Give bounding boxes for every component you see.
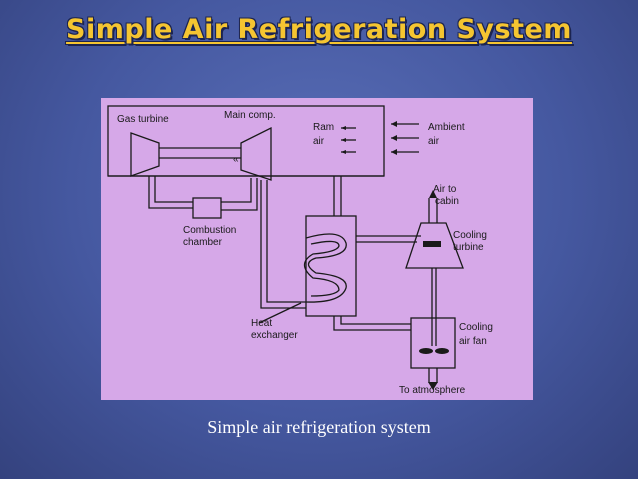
cooling-air-fan [410, 317, 456, 369]
svg-text:«: « [233, 154, 239, 165]
diagram-panel: « [101, 98, 533, 400]
label-cooling-turbine-2: turbine [453, 242, 484, 253]
heat-exchanger [305, 215, 357, 317]
label-heat: Heat [251, 318, 272, 329]
ambient-air-arrows [391, 121, 419, 155]
gas-turbine [130, 132, 160, 177]
main-compressor [240, 126, 272, 181]
slide-title: Simple Air Refrigeration System [66, 14, 572, 45]
cooling-turbine [405, 222, 464, 269]
label-cabin: cabin [435, 196, 459, 207]
label-combustion: Combustion [183, 225, 236, 236]
refrigeration-diagram: « [107, 105, 493, 396]
label-main-comp: Main comp. [224, 110, 276, 121]
label-cooling-fan-1: Cooling [459, 322, 493, 333]
label-ram: Ram [313, 122, 334, 133]
label-air-to: Air to [433, 184, 457, 195]
label-ambient: Ambient [428, 122, 465, 133]
label-exchanger: exchanger [251, 330, 298, 341]
label-ram-air: air [313, 136, 325, 147]
figure-caption: Simple air refrigeration system [207, 417, 431, 437]
ram-air-arrows [341, 126, 356, 154]
label-gas-turbine: Gas turbine [117, 114, 169, 125]
heat-exchanger-coil [305, 233, 347, 303]
label-ambient-air: air [428, 136, 440, 147]
turbine-blade [423, 241, 441, 247]
air-to-cabin-arrow [429, 190, 437, 198]
label-cooling-fan-2: air fan [459, 336, 487, 347]
label-cooling-turbine-1: Cooling [453, 230, 487, 241]
label-to-atmosphere: To atmosphere [399, 385, 466, 396]
combustion-chamber [192, 197, 222, 219]
label-chamber: chamber [183, 237, 223, 248]
